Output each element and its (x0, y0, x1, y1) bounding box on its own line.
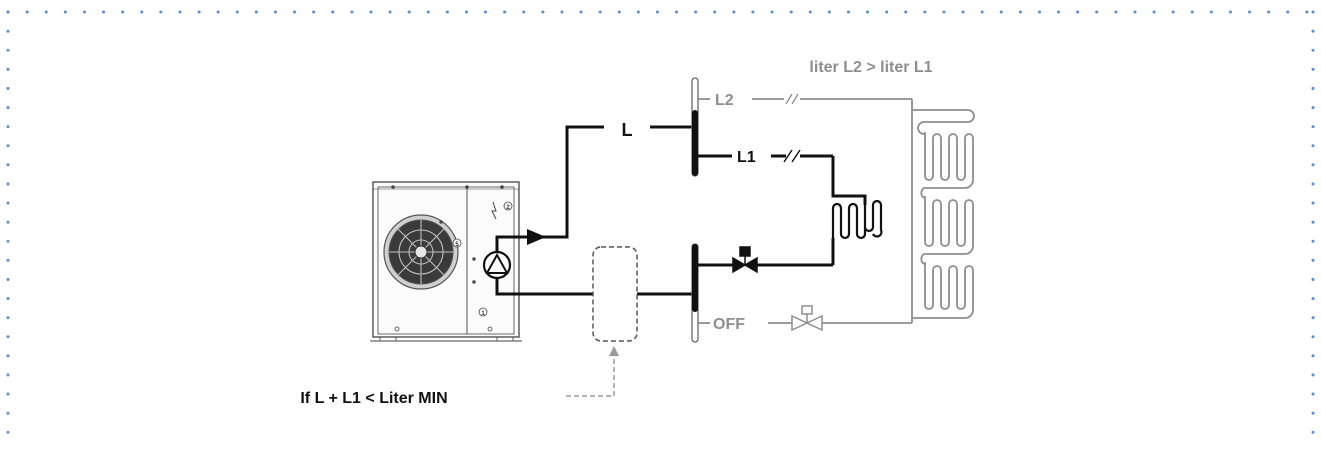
zone-valve-icon (732, 246, 758, 274)
buffer-tank (592, 246, 638, 342)
condition-bottom: If L + L1 < Liter MIN (300, 390, 447, 407)
label-off: OFF (713, 316, 745, 333)
pointer-arrow-icon (609, 346, 619, 356)
radiator-l1-icon (831, 199, 883, 240)
label-l1: L1 (737, 149, 756, 166)
return-collector (691, 243, 699, 343)
circuit-l2 (698, 93, 913, 324)
supply-pipe (495, 125, 695, 296)
pump-icon (482, 250, 512, 280)
radiator-l2-icon (912, 109, 975, 319)
supply-collector (691, 77, 699, 177)
circuit-l1 (698, 149, 867, 267)
off-valve-icon (791, 305, 823, 332)
label-l: L (622, 120, 633, 140)
dotted-frame (6, 10, 1315, 438)
fan-number: 5 (455, 242, 459, 248)
elec-number: 2 (506, 205, 510, 211)
flow-arrow-icon (527, 229, 546, 245)
lower-number: 1 (481, 311, 485, 317)
fan-icon (383, 214, 459, 290)
label-l2: L2 (715, 92, 734, 109)
condition-top: liter L2 > liter L1 (809, 59, 932, 76)
condition-pointer (566, 353, 615, 397)
outdoor-unit (370, 181, 522, 342)
